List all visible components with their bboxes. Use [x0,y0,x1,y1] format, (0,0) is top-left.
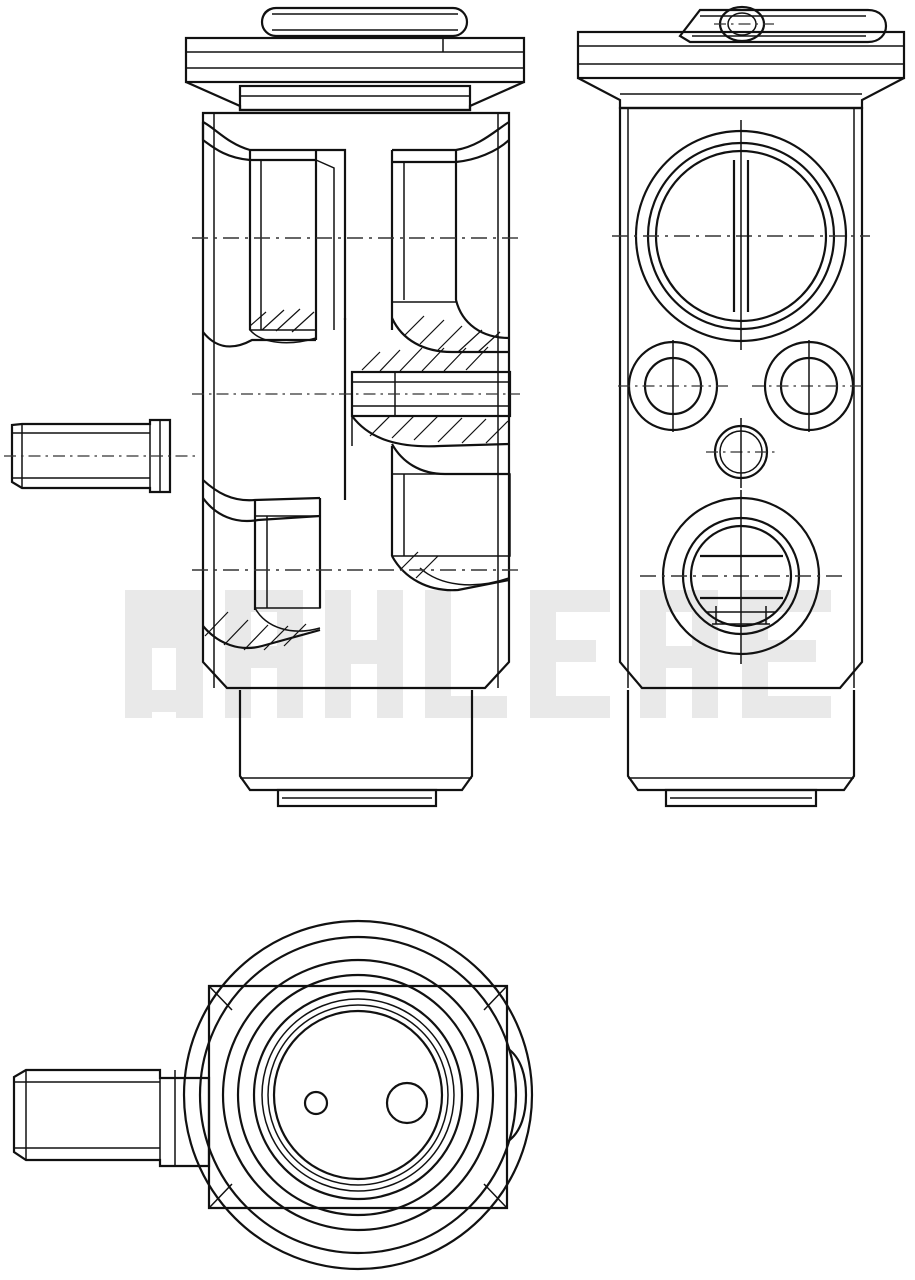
front-body-outline [618,106,864,690]
plan-side-pin-stem [12,1068,211,1168]
front-neck-taper [577,77,905,110]
upper-left-bore [201,121,347,348]
upper-right-bore [390,121,510,354]
section-side-view [4,6,526,808]
right-bolt-hole [752,340,866,432]
lower-right-bore [390,443,511,592]
side-pin-stem [4,418,200,494]
plan-right-tab [506,1047,528,1143]
large-port-circle [612,120,870,350]
outer-seal-circles [182,919,534,1271]
center-small-hole [706,418,778,488]
bottom-tab [276,788,438,808]
upper-neck [185,80,525,112]
front-view [576,5,906,808]
small-orifice-hole [303,1090,329,1116]
mahle-watermark [125,590,831,718]
lower-port-circle [640,490,842,664]
top-flange [184,36,526,84]
front-bottom-tab [664,788,818,808]
front-top-flange [576,30,906,80]
central-orifice-hub [350,346,512,448]
large-orifice-hole [385,1081,429,1125]
valve-body-outline [201,111,511,690]
front-top-mounting-tab [678,5,888,44]
top-mounting-tab [260,6,469,38]
plan-view [12,919,534,1271]
left-bolt-hole [618,340,730,432]
inner-seal-circles [221,958,495,1232]
lower-left-bore [202,479,322,651]
